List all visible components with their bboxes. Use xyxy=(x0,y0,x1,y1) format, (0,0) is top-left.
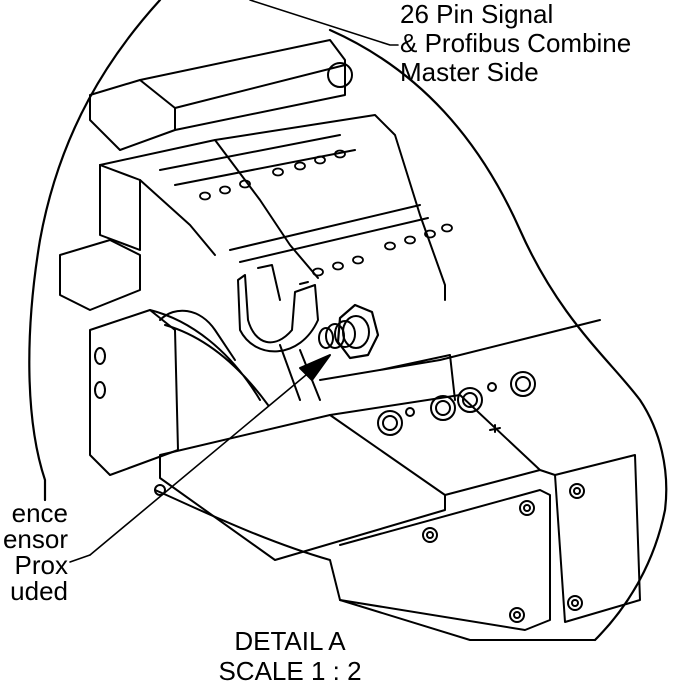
top-block xyxy=(89,79,176,151)
foot-pin xyxy=(154,484,166,496)
left-block-upper xyxy=(59,239,141,311)
left-roller xyxy=(159,309,236,361)
slot-lines xyxy=(159,134,429,263)
plate-screws xyxy=(422,483,585,623)
main-housing-ridge xyxy=(99,139,319,279)
left-curved-rail xyxy=(149,309,269,406)
detail-title: DETAIL A xyxy=(234,626,346,656)
mid-body-lines xyxy=(279,319,601,401)
proximity-sensor xyxy=(318,303,380,360)
top-callout-leader xyxy=(249,0,399,46)
callout-top-line-3: Master Side xyxy=(400,57,539,87)
top-block-face xyxy=(139,39,346,131)
lower-plate-right xyxy=(554,454,641,623)
lower-plate-front xyxy=(339,489,551,631)
callout-left-line-3: Prox xyxy=(14,550,68,580)
lower-foot xyxy=(154,489,596,641)
callout-left-line-2: ensor xyxy=(2,524,68,554)
lower-plate-slot xyxy=(489,424,501,433)
sensor-leader-arrowhead xyxy=(299,354,331,381)
callout-left-line-4: uded xyxy=(10,576,68,606)
u-bracket-inner xyxy=(257,264,309,301)
u-bracket xyxy=(237,274,319,353)
hole-pattern xyxy=(199,149,453,277)
lower-plate-top-face xyxy=(329,394,556,496)
sensor-leader-line xyxy=(89,354,331,556)
callout-top-line-2: & Profibus Combine xyxy=(400,28,632,58)
sensor-leader-tail xyxy=(69,554,91,563)
detail-boundary-outline xyxy=(28,0,668,642)
left-block-plate xyxy=(89,309,179,476)
callout-left-line-1: ence xyxy=(11,498,68,528)
main-housing-side xyxy=(99,164,141,251)
left-plate-hole-1 xyxy=(94,347,106,365)
lower-plate-left xyxy=(159,414,446,561)
detail-scale: SCALE 1 : 2 xyxy=(218,656,362,686)
socket-head-screws xyxy=(377,371,536,436)
main-housing-top xyxy=(99,114,446,301)
top-pin-head xyxy=(327,62,353,88)
left-plate-hole-2 xyxy=(94,381,106,399)
callout-top-line-1: 26 Pin Signal xyxy=(400,0,554,29)
